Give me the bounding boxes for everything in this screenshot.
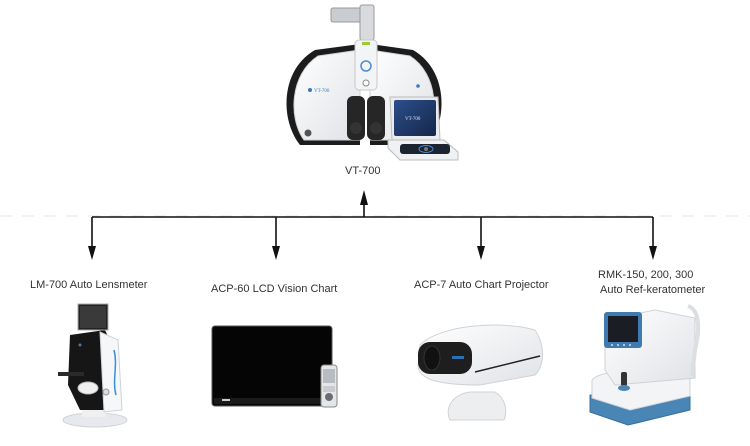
rmk-label-line2: Auto Ref-keratometer xyxy=(600,284,706,296)
rmk-label-line1: RMK-150, 200, 300 xyxy=(598,269,694,281)
arrow-down-lm700 xyxy=(88,246,96,260)
remote-control xyxy=(320,364,338,408)
branch-acp60 xyxy=(272,217,280,260)
arrow-down-acp7 xyxy=(477,246,485,260)
arrow-down-rmk xyxy=(649,246,657,260)
arrow-up-vt700 xyxy=(360,190,368,205)
branch-acp7 xyxy=(477,217,485,260)
vt700-label: VT-700 xyxy=(345,165,381,177)
branch-rmk xyxy=(649,217,657,260)
lm700-label: LM-700 Auto Lensmeter xyxy=(30,279,148,291)
arrow-down-acp60 xyxy=(272,246,280,260)
branch-lm700 xyxy=(88,217,96,260)
acp60-label: ACP-60 LCD Vision Chart xyxy=(211,283,338,295)
vt700-screen-text: VT-700 xyxy=(405,117,421,122)
vt700-badge: VT-700 xyxy=(314,89,330,94)
acp7-label: ACP-7 Auto Chart Projector xyxy=(414,279,549,291)
